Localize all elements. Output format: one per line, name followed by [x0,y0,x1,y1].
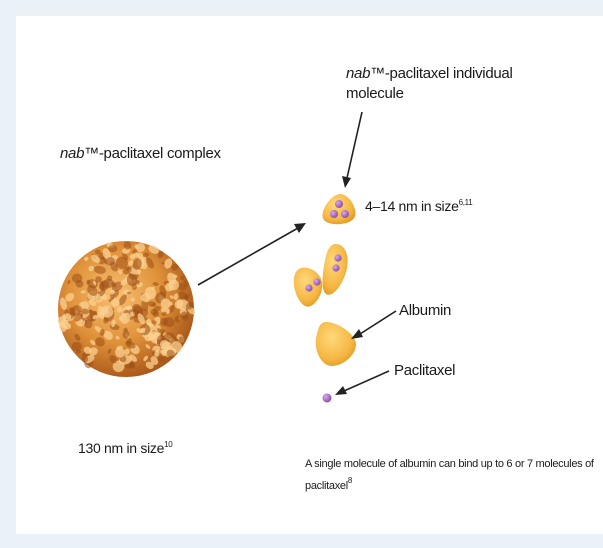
individual-title-arrow [342,112,362,188]
albumin-arrow [351,311,396,339]
caption: A single molecule of albumin can bind up… [305,453,595,497]
paclitaxel-label: Paclitaxel [394,362,455,379]
nab-paclitaxel-complex-particle [57,241,197,377]
complex-title: nab™-paclitaxel complex [60,145,221,162]
paclitaxel-arrow [335,371,389,395]
albumin-molecule [316,322,356,366]
albumin-label: Albumin [399,302,451,319]
complex-to-molecule-arrow [198,223,306,285]
individual-size-label: 4–14 nm in size6,11 [365,198,472,214]
complex-size-label: 130 nm in size10 [78,440,172,456]
paclitaxel-molecule [323,394,332,403]
individual-molecule [322,194,355,224]
molecule-pair [294,244,348,307]
